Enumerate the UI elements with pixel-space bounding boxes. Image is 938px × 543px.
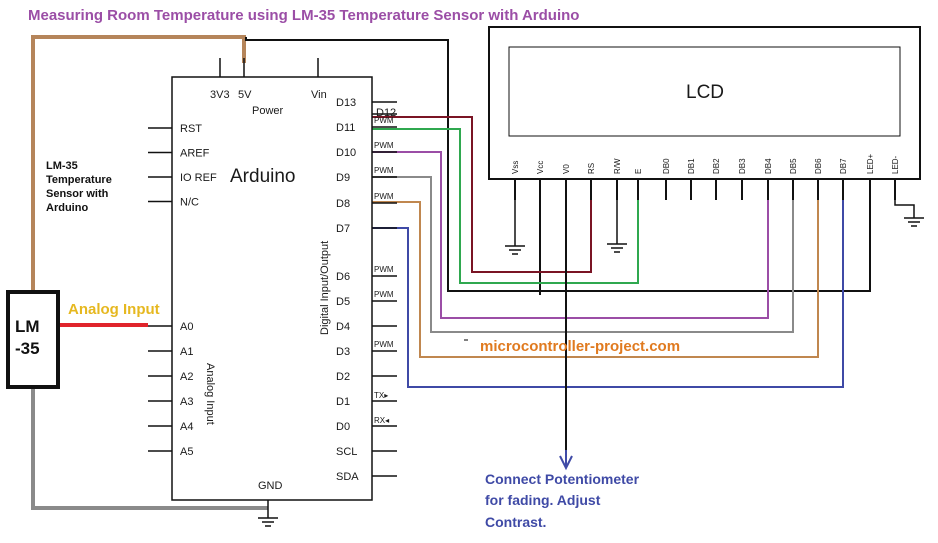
wire-d9-db5 [372,176,794,333]
pin-label-a2: A2 [180,371,193,383]
lcd-name: LCD [686,82,724,103]
analog-input-label: Analog Input [68,301,160,318]
pin-label-a5: A5 [180,446,193,458]
pin-label-d13: D13 [336,97,356,109]
lcd-pin-label: R/W [613,158,622,174]
lcd-screen [508,46,901,137]
lm35-sensor: LM -35 [6,290,60,389]
lcd-pin-label: DB6 [814,158,823,174]
pin-label-d12: D12 [376,107,396,119]
pwm-label: PWM [374,290,394,299]
lcd-pin-label: LED+ [866,153,875,174]
pin-label-a0: A0 [180,321,193,333]
arduino-power-label: Power [252,105,284,117]
lm35-body [6,290,60,389]
pin-label-d8: D8 [336,198,350,210]
pin-label-ioref: IO REF [180,172,217,184]
pin-label-scl: SCL [336,446,357,458]
pwm-label: PWM [374,265,394,274]
pin-label-nc: N/C [180,197,199,209]
lcd-pin-label: DB5 [789,158,798,174]
diagram-title: Measuring Room Temperature using LM-35 T… [28,7,579,24]
pin-label-5v: 5V [238,89,252,101]
arduino-board: Arduino Power Analog Input Digital Input… [148,58,397,527]
lcd-pin-label: RS [587,163,596,174]
pin-label-vin: Vin [311,89,327,101]
wire-5v-lcd [245,37,871,292]
arduino-gnd-label: GND [258,480,283,492]
pwm-label: PWM [374,340,394,349]
website-label: microcontroller-project.com [480,338,680,355]
lcd-module: LCD Vss Vcc V0 RS R/W E DB0 DB1 DB2 DB3 DB4 DB5 DB6 D… [488,26,924,255]
ground-symbol [505,245,525,255]
lcd-pin-label: DB0 [662,158,671,174]
wire-sensor-gnd [31,387,268,510]
pin-label-d0: D0 [336,421,350,433]
pin-label-rst: RST [180,123,202,135]
tx-label: TX▸ [374,391,388,400]
pin-label-d1: D1 [336,396,350,408]
lcd-pin-label: DB4 [764,158,773,174]
wire-d12-rs [372,116,592,273]
lm35-label-line1: LM [15,317,40,336]
pin-label-d2: D2 [336,371,350,383]
ground-symbol [904,217,924,227]
arduino-outline [171,76,373,501]
lcd-pin-label: DB7 [839,158,848,174]
potentiometer-arrow-icon [559,450,573,471]
wire-sensor-5v [31,35,246,292]
lcd-pin-label: DB1 [687,158,696,174]
pot-note: Connect Potentiometer for fading. Adjust… [485,471,643,530]
pin-label-a4: A4 [180,421,193,433]
lcd-pin-label: V0 [562,164,571,174]
led-gnd-stub [894,200,915,218]
sensor-caption: LM-35 Temperature Sensor with Arduino [46,160,115,214]
arduino-analog-label: Analog Input [204,363,216,425]
arduino-name: Arduino [230,166,296,187]
lm35-label-line2: -35 [15,339,40,358]
pin-label-d11: D11 [336,122,355,134]
lcd-pin-label: DB2 [712,158,721,174]
pin-label-d10: D10 [336,147,356,159]
arduino-digital-label: Digital Input/Output [319,241,331,335]
wire-d10-db4 [372,151,769,319]
pin-label-d9: D9 [336,172,350,184]
ground-symbol [258,517,278,527]
pin-label-d3: D3 [336,346,350,358]
lcd-pin-label: DB3 [738,158,747,174]
wire-d8-db6 [372,190,819,358]
ground-symbol [607,243,627,253]
pin-label-aref: AREF [180,148,210,160]
pwm-label: PWM [374,116,394,125]
pin-label-d6: D6 [336,271,350,283]
pin-label-d5: D5 [336,296,350,308]
wire-d11-e [372,128,639,284]
lcd-pin-label: LED- [891,155,900,174]
lcd-pin-label: Vcc [536,161,545,174]
pin-label-sda: SDA [336,471,359,483]
pin-label-a1: A1 [180,346,193,358]
pwm-label: PWM [374,192,394,201]
pwm-label: PWM [374,141,394,150]
pin-label-3v3: 3V3 [210,89,230,101]
pin-label-d7: D7 [336,223,350,235]
rx-label: RX◂ [374,416,389,425]
pin-label-a3: A3 [180,396,193,408]
lcd-pin-label: Vss [511,161,520,174]
pin-label-d4: D4 [336,321,350,333]
lcd-pin-label: E [634,169,643,174]
pwm-label: PWM [374,166,394,175]
